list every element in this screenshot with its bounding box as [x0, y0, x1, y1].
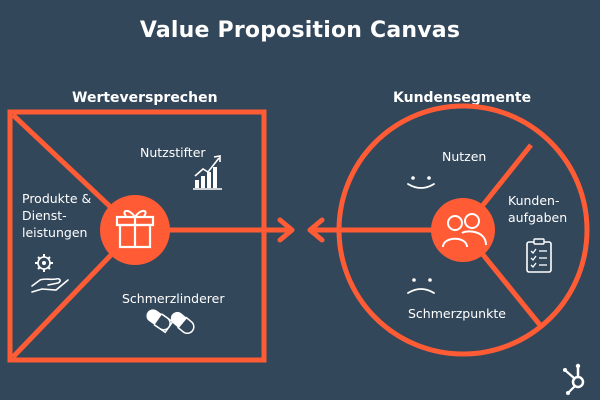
customer-jobs-line-2: aufgaben: [508, 210, 568, 225]
pills-icon: [146, 309, 195, 335]
page-title: Value Proposition Canvas: [139, 18, 461, 43]
customer-jobs-line-1: Kunden-: [508, 193, 560, 208]
hubspot-logo-icon: [563, 363, 585, 395]
value-proposition-heading: Werteversprechen: [72, 90, 218, 106]
sad-face-icon: [407, 278, 435, 294]
customer-segments-heading: Kundensegmente: [393, 90, 532, 106]
products-services-line-3: leistungen: [22, 225, 88, 240]
pains-label: Schmerzpunkte: [408, 306, 506, 321]
customer-jobs-label: Kunden- aufgaben: [508, 192, 567, 226]
happy-face-icon: [407, 176, 435, 189]
gain-creators-label: Nutzstifter: [140, 145, 206, 160]
products-services-label: Produkte & Dienst- leistungen: [22, 190, 91, 241]
growth-chart-icon: [193, 155, 222, 190]
products-services-line-2: Dienst-: [22, 208, 67, 223]
customers-icon: [431, 198, 495, 262]
pain-relievers-label: Schmerzlinderer: [122, 291, 225, 306]
gains-label: Nutzen: [442, 149, 487, 164]
products-services-line-1: Produkte &: [22, 191, 92, 206]
gear-hand-icon: [31, 254, 69, 293]
gift-icon: [100, 195, 170, 265]
clipboard-checklist-icon: [526, 238, 552, 273]
